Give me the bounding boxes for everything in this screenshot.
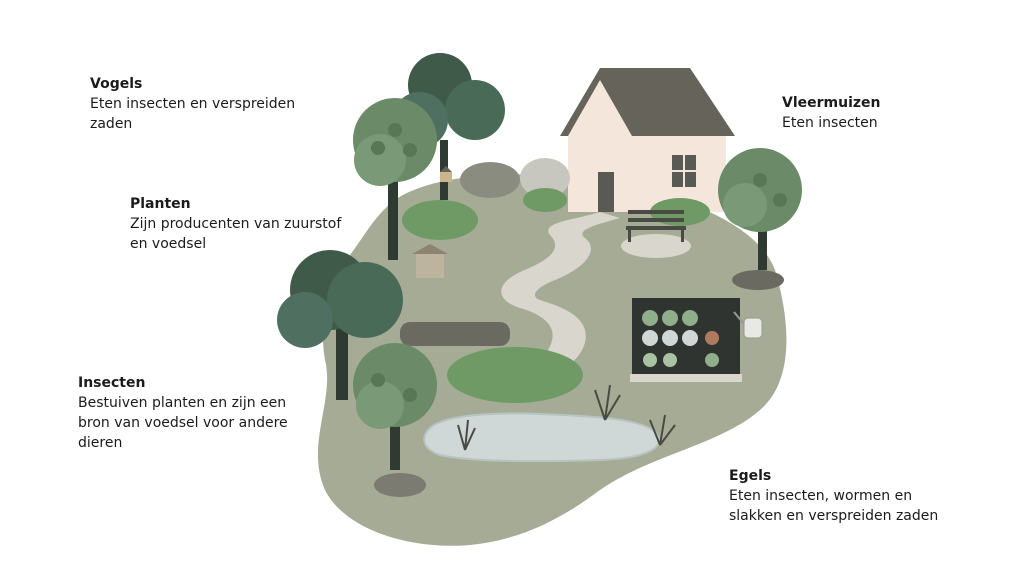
house bbox=[560, 68, 735, 212]
planten-description: Zijn producenten van zuurstof en voedsel bbox=[130, 216, 342, 252]
hedge bbox=[400, 322, 510, 346]
annotation-vleermuizen: Vleermuizen Eten insecten bbox=[782, 93, 881, 133]
annotation-egels: Egels Eten insecten, wormen en slakken e… bbox=[729, 466, 938, 526]
tree-bottom-left bbox=[353, 343, 437, 470]
flower-bush bbox=[447, 347, 583, 403]
insecten-description: Bestuiven planten en zijn een bron van v… bbox=[78, 395, 288, 451]
egels-description: Eten insecten, wormen en slakken en vers… bbox=[729, 488, 939, 524]
annotation-planten: Planten Zijn producenten van zuurstof en… bbox=[130, 194, 341, 254]
vogels-title: Vogels bbox=[90, 76, 143, 92]
insecten-title: Insecten bbox=[78, 375, 146, 391]
rock-bush bbox=[374, 473, 426, 497]
birdhouse-icon bbox=[440, 166, 452, 182]
tree-top-left bbox=[353, 98, 437, 260]
pond bbox=[423, 412, 661, 463]
egels-title: Egels bbox=[729, 468, 772, 484]
vleermuizen-description: Eten insecten bbox=[782, 115, 878, 131]
rock-right bbox=[732, 270, 784, 290]
watering-can-icon bbox=[733, 311, 763, 339]
annotation-insecten: Insecten Bestuiven planten en zijn een b… bbox=[78, 373, 288, 453]
garden-path bbox=[495, 212, 620, 382]
reeds bbox=[457, 384, 676, 451]
annotation-vogels: Vogels Eten insecten en verspreiden zade… bbox=[90, 74, 295, 134]
insect-hotel-icon bbox=[412, 244, 448, 278]
vegetable-garden bbox=[630, 298, 742, 382]
vogels-description: Eten insecten en verspreiden zaden bbox=[90, 96, 296, 132]
vleermuizen-title: Vleermuizen bbox=[782, 95, 881, 111]
shrubs-house bbox=[402, 158, 710, 240]
house-door bbox=[598, 172, 614, 212]
tree-right bbox=[718, 148, 802, 270]
tree-dark-left bbox=[277, 250, 403, 400]
planten-title: Planten bbox=[130, 196, 191, 212]
bench bbox=[621, 210, 691, 258]
